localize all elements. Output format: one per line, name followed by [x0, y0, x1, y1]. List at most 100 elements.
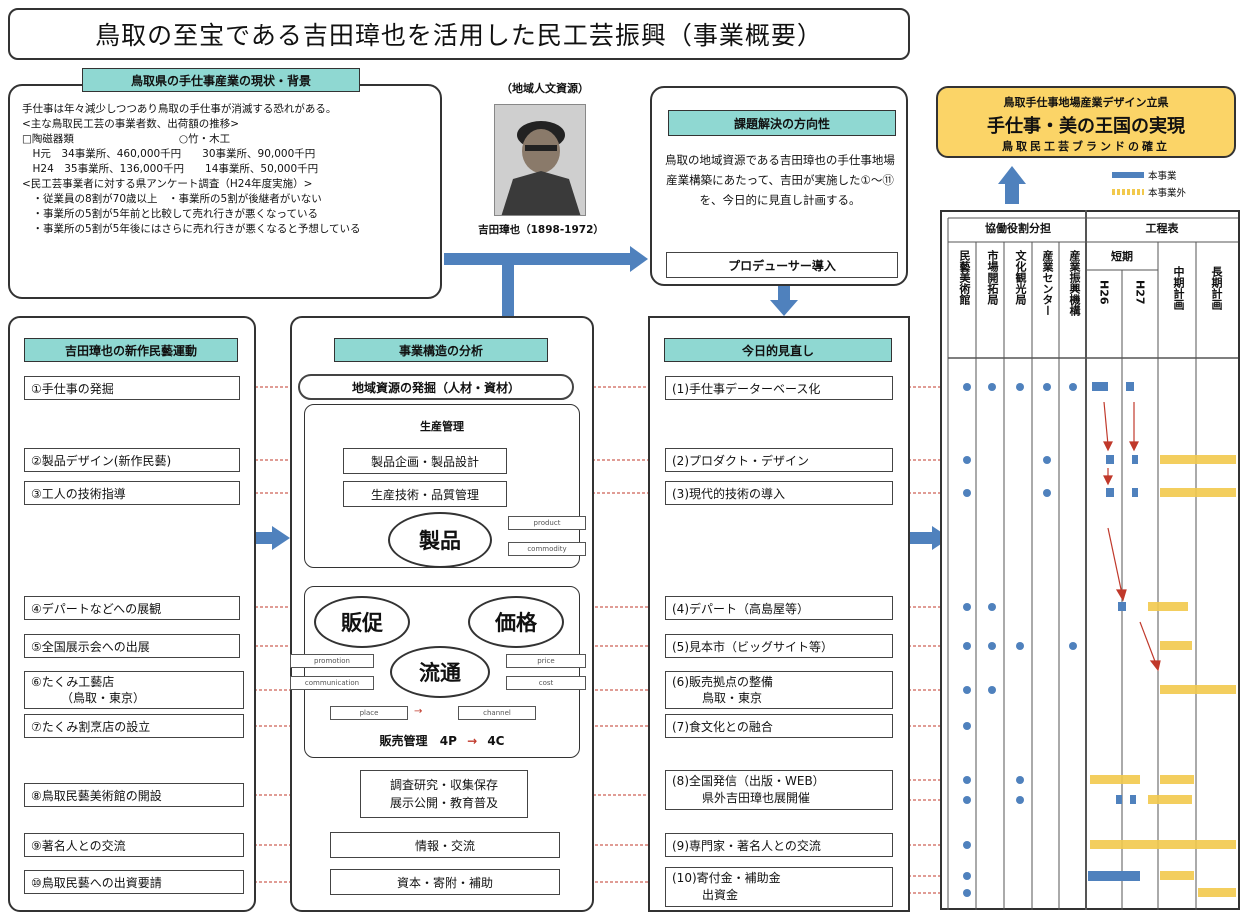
legacy-item: ⑤全国展示会への出展 [24, 634, 240, 658]
legend-blue-swatch [1112, 172, 1144, 178]
producer-box: プロデューサー導入 [666, 252, 898, 278]
four-p-label: 4P [439, 734, 457, 748]
direction-header: 課題解決の方向性 [668, 110, 896, 136]
legend-yellow-swatch [1112, 189, 1144, 195]
background-line: ・従業員の8割が70歳以上 ・事業所の5割が後継者がいない [22, 193, 322, 205]
review-item-10-line1: (10)寄付金・補助金 [672, 871, 781, 885]
col-long-plan: 長期計画 [1210, 266, 1223, 310]
distribution-ellipse: 流通 [390, 646, 490, 698]
arrow-4p-4c-icon: → [467, 734, 478, 748]
legacy-item: ①手仕事の発掘 [24, 376, 240, 400]
legacy-item: ⑧鳥取民藝美術館の開設 [24, 783, 244, 807]
sales-label: 販売管理 [379, 734, 428, 748]
col-industry-center: 産業センター [1041, 250, 1054, 316]
legacy-item: ⑩鳥取民藝への出資要請 [24, 870, 244, 894]
legacy-item-6-line1: ⑥たくみ工藝店 [31, 675, 115, 689]
legacy-item-6: ⑥たくみ工藝店 （鳥取・東京） [24, 671, 244, 709]
background-header: 鳥取県の手仕事産業の現状・背景 [82, 68, 360, 92]
goal-line-1: 鳥取手仕事地場産業デザイン立県 [1003, 96, 1169, 109]
review-item: (7)食文化との融合 [665, 714, 893, 738]
review-item-6-line1: (6)販売拠点の整備 [672, 675, 773, 689]
product-ellipse: 製品 [388, 512, 492, 568]
title-box: 鳥取の至宝である吉田璋也を活用した民工芸振興（事業概要） [8, 8, 910, 60]
person-caption: 吉田璋也（1898-1972） [478, 224, 604, 236]
research-box: 調査研究・収集保存 展示公開・教育普及 [360, 770, 528, 818]
col-promotion-org: 産業振興機構 [1068, 250, 1081, 316]
background-line: <民工芸事業者に対する県アンケート調査（H24年度実施）> [22, 178, 313, 190]
capital-box: 資本・寄附・補助 [330, 869, 560, 895]
background-line: ・事業所の5割が5年後にはさらに売れ行きが悪くなると予想している [22, 223, 361, 235]
goal-line-3: 鳥取民工芸ブランドの確立 [1002, 140, 1170, 153]
research-line: 調査研究・収集保存 [389, 778, 498, 792]
legacy-header: 吉田璋也の新作民藝運動 [24, 338, 238, 362]
review-header: 今日的見直し [664, 338, 892, 362]
review-item-10: (10)寄付金・補助金 出資金 [665, 867, 893, 907]
exhibit-line: 展示公開・教育普及 [389, 796, 498, 810]
review-item-8-line1: (8)全国発信（出版・WEB） [672, 774, 825, 788]
direction-text: 鳥取の地域資源である吉田璋也の手仕事地場産業構築にあたって、吉田が実施した①～⑪… [665, 153, 895, 207]
col-market: 市場開拓局 [986, 250, 999, 305]
review-item-8-line2: 県外吉田璋也展開催 [702, 791, 811, 805]
production-label: 生産管理 [420, 420, 464, 433]
review-item-10-line2: 出資金 [702, 888, 739, 902]
sales-management-label: 販売管理 4P → 4C [304, 732, 580, 749]
table-left-header: 協働役割分担 [985, 222, 1051, 235]
legacy-item: ④デパートなどへの展観 [24, 596, 240, 620]
review-item-6: (6)販売拠点の整備 鳥取・東京 [665, 671, 893, 709]
legend-main: 本事業 [1148, 171, 1177, 182]
review-item: (5)見本市（ビッグサイト等） [665, 634, 893, 658]
col-h27: H27 [1133, 280, 1147, 305]
review-item-8: (8)全国発信（出版・WEB） 県外吉田璋也展開催 [665, 770, 893, 810]
tag-channel: channel [458, 706, 536, 720]
price-ellipse: 価格 [468, 596, 564, 648]
review-item: (2)プロダクト・デザイン [665, 448, 893, 472]
table-right-header: 工程表 [1145, 222, 1179, 235]
portrait-photo [494, 104, 586, 216]
col-culture: 文化観光局 [1014, 250, 1027, 305]
person-header: （地域人文資源） [501, 82, 589, 95]
tech-box: 生産技術・品質管理 [343, 481, 507, 507]
promo-ellipse: 販促 [314, 596, 410, 648]
background-line: 手仕事は年々減少しつつあり鳥取の手仕事が消滅する恐れがある。 [22, 103, 337, 115]
legacy-item-6-line2: （鳥取・東京） [61, 691, 146, 705]
tag-promotion: promotion [290, 654, 374, 668]
col-h26: H26 [1097, 280, 1111, 305]
four-c-label: 4C [487, 734, 505, 748]
plan-box: 製品企画・製品設計 [343, 448, 507, 474]
background-line: □陶磁器類 ○竹・木工 [22, 133, 231, 145]
review-item-6-line2: 鳥取・東京 [702, 691, 763, 705]
tag-commodity: commodity [508, 542, 586, 556]
tag-product: product [508, 516, 586, 530]
tag-price: price [506, 654, 586, 668]
goal-box: 鳥取手仕事地場産業デザイン立県 手仕事・美の王国の実現 鳥取民工芸ブランドの確立 [936, 86, 1236, 158]
background-panel [8, 84, 442, 299]
background-line: ・事業所の5割が5年前と比較して売れ行きが悪くなっている [22, 208, 319, 220]
goal-line-2: 手仕事・美の王国の実現 [987, 116, 1185, 137]
table-grid [947, 210, 1238, 910]
page-title: 鳥取の至宝である吉田璋也を活用した民工芸振興（事業概要） [95, 21, 823, 50]
review-item: (4)デパート（高島屋等） [665, 596, 893, 620]
resource-box: 地域資源の発掘（人材・資材） [298, 374, 574, 400]
legend: 本事業 本事業外 [1112, 168, 1186, 199]
legacy-item: ⑦たくみ割烹店の設立 [24, 714, 244, 738]
legacy-item: ②製品デザイン(新作民藝) [24, 448, 240, 472]
background-text: 手仕事は年々減少しつつあり鳥取の手仕事が消滅する恐れがある。 <主な鳥取民工芸の… [22, 102, 434, 237]
background-line: H24 35事業所、136,000千円 14事業所、50,000千円 [22, 163, 319, 175]
background-line: <主な鳥取民工芸の事業者数、出荷額の推移> [22, 118, 240, 130]
col-mid-plan: 中期計画 [1172, 266, 1185, 310]
tag-cost: cost [506, 676, 586, 690]
tag-communication: communication [290, 676, 374, 690]
legend-other: 本事業外 [1148, 188, 1187, 199]
schedule-table [940, 210, 1240, 910]
arrow-4p-4c-small: → [414, 706, 423, 717]
review-item: (9)専門家・著名人との交流 [665, 833, 893, 857]
legacy-item: ③工人の技術指導 [24, 481, 240, 505]
background-line: H元 34事業所、460,000千円 30事業所、90,000千円 [22, 148, 316, 160]
review-item: (1)手仕事データーベース化 [665, 376, 893, 400]
legacy-item: ⑨著名人との交流 [24, 833, 244, 857]
analysis-header: 事業構造の分析 [334, 338, 548, 362]
col-museum: 民藝美術館 [958, 250, 971, 305]
short-term-label: 短期 [1111, 250, 1133, 263]
info-box: 情報・交流 [330, 832, 560, 858]
tag-place: place [330, 706, 408, 720]
